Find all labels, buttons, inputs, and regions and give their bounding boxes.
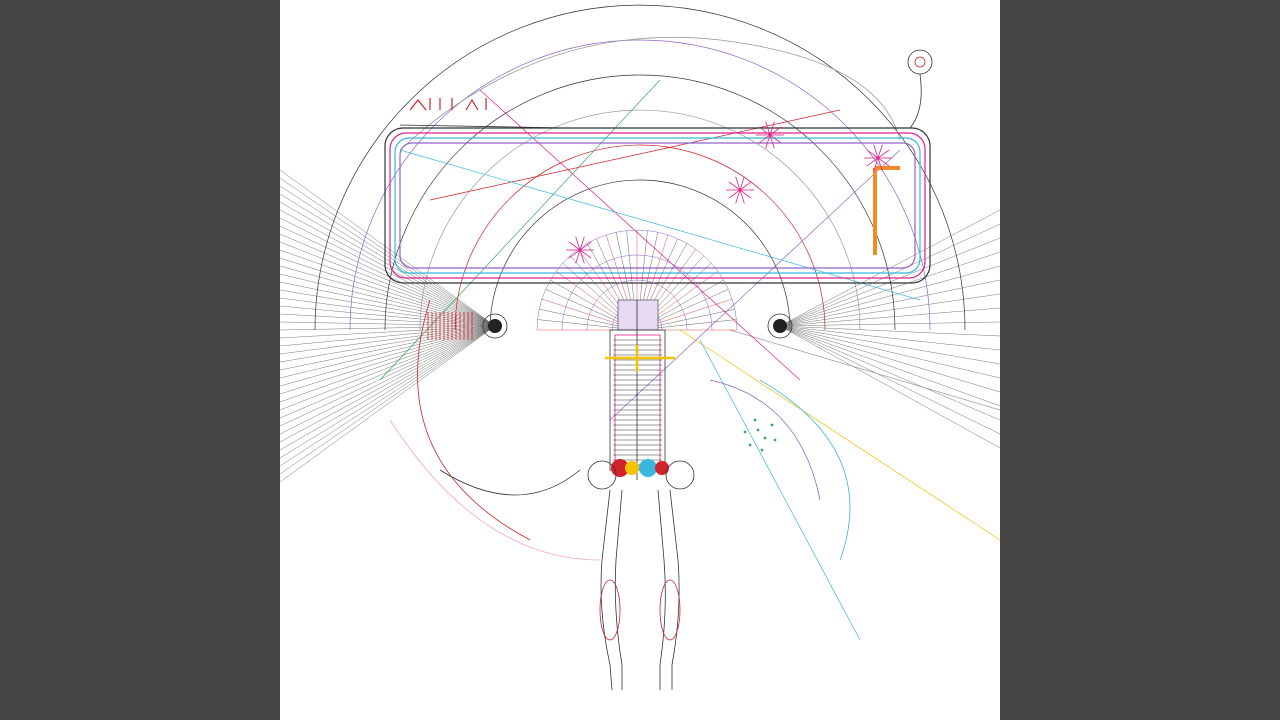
- red-hatched-block: [427, 312, 473, 340]
- left-eye-ring: [482, 313, 508, 339]
- orange-cross: [605, 345, 675, 372]
- top-left-markers: [399, 98, 571, 129]
- right-letterbox: [1000, 0, 1280, 720]
- orange-bracket: [873, 166, 900, 255]
- right-ray-fan: [779, 209, 1000, 449]
- legs: [599, 489, 681, 691]
- artwork-canvas: [280, 0, 1000, 720]
- top-right-emblem: [907, 49, 933, 129]
- rounded-band: [384, 127, 931, 284]
- left-eye-node: [488, 319, 502, 333]
- left-letterbox: [0, 0, 280, 720]
- right-eye-ring: [767, 313, 793, 339]
- technical-drawing: [280, 4, 1000, 691]
- magenta-bursts: [566, 121, 892, 264]
- right-eye-node: [773, 319, 787, 333]
- concentric-arcs: [314, 4, 966, 331]
- pelvis-discs: [587, 459, 695, 490]
- scatter-dots: [743, 418, 777, 452]
- left-ray-fan: [280, 169, 496, 483]
